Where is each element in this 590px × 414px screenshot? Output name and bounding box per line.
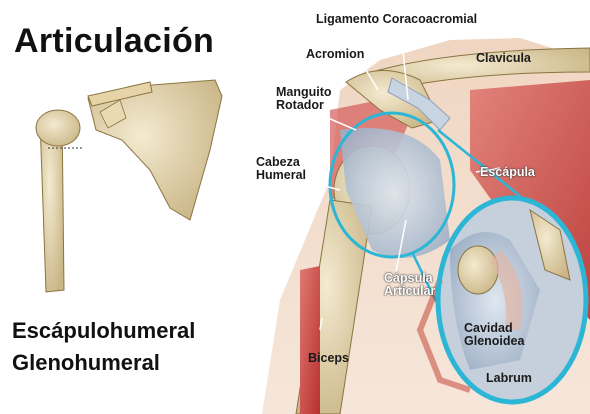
label-acromion: Acromion bbox=[306, 48, 364, 61]
label-manguito: Manguito Rotador bbox=[276, 86, 332, 112]
label-cavidad-line2: Glenoidea bbox=[464, 335, 524, 348]
label-capsula-line2: Articular bbox=[384, 285, 435, 298]
label-cavidad: Cavidad Glenoidea bbox=[464, 322, 524, 348]
subtitle-line-2: Glenohumeral bbox=[12, 350, 160, 376]
small-bone-diagram bbox=[36, 80, 222, 292]
label-cabeza-line2: Humeral bbox=[256, 169, 306, 182]
subtitle-line-1: Escápulohumeral bbox=[12, 318, 195, 344]
label-capsula: Cápsula Articular bbox=[384, 272, 435, 298]
biceps-muscle bbox=[300, 266, 320, 414]
label-ligamento: Ligamento Coracoacromial bbox=[316, 13, 477, 26]
label-escapula: Escápula bbox=[480, 166, 535, 179]
label-manguito-line2: Rotador bbox=[276, 99, 332, 112]
label-cabeza: Cabeza Humeral bbox=[256, 156, 306, 182]
label-clavicula: Clavicula bbox=[476, 52, 531, 65]
label-biceps: Biceps bbox=[308, 352, 349, 365]
label-labrum: Labrum bbox=[486, 372, 532, 385]
page-title: Articulación bbox=[14, 22, 214, 61]
